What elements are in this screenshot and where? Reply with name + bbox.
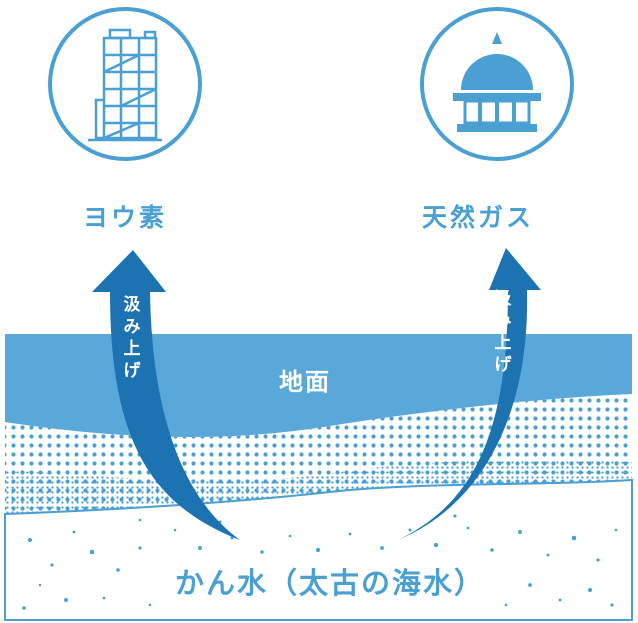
pump-up-label-left: 汲み上げ bbox=[122, 294, 142, 382]
factory-icon-circle bbox=[50, 9, 200, 159]
factory-icon-group bbox=[50, 9, 200, 159]
gas-icon-group bbox=[422, 9, 572, 159]
brine-label: かん水（太古の海水） bbox=[130, 560, 530, 602]
iodine-label: ヨウ素 bbox=[40, 198, 210, 234]
pump-up-label-right: 汲み上げ bbox=[493, 288, 513, 376]
ground-label: 地面 bbox=[220, 362, 390, 397]
natural-gas-label: 天然ガス bbox=[388, 198, 568, 234]
